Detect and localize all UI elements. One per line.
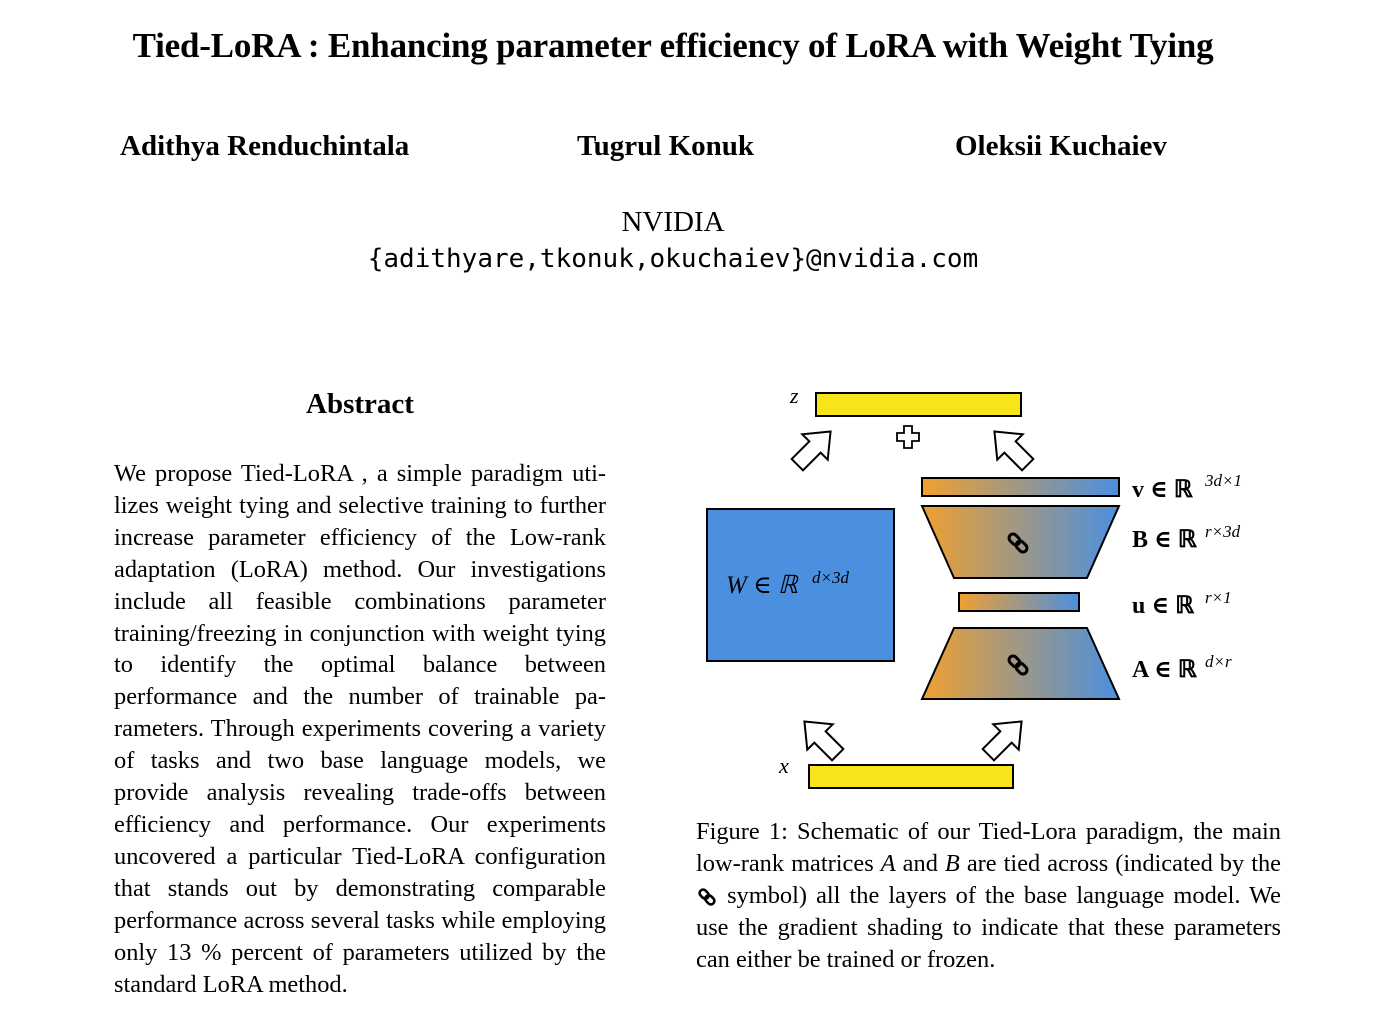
a-label: A ∈ ℝ: [1132, 657, 1198, 683]
caption-text-4: symbol) all the layers of the base lan­g…: [696, 881, 1281, 973]
u-vector: [958, 592, 1080, 612]
x-bar: [808, 764, 1014, 789]
plus-icon: [896, 425, 920, 449]
affiliation: NVIDIA: [621, 206, 725, 238]
arrow-icon: [981, 720, 1023, 762]
a-sup: d×r: [1205, 652, 1232, 671]
link-icon: [1007, 654, 1029, 676]
caption-var-a: A: [880, 849, 896, 877]
b-label: B ∈ ℝ: [1132, 527, 1198, 553]
paper-title: Tied-LoRA : Enhancing parameter efficien…: [132, 26, 1214, 65]
author-3: Oleksii Kuchaiev: [955, 130, 1167, 162]
u-label: u ∈ ℝ: [1132, 593, 1195, 619]
link-icon: [698, 888, 716, 906]
arrow-icon: [993, 430, 1035, 472]
abstract-heading: Abstract: [306, 388, 414, 420]
x-label: x: [778, 753, 789, 778]
email: {adithyare,tkonuk,okuchaiev}@nvidia.com: [367, 244, 979, 274]
u-sup: r×1: [1205, 588, 1232, 607]
z-bar: [815, 392, 1022, 417]
z-label: z: [789, 383, 799, 408]
w-sup: d×3d: [812, 568, 849, 587]
caption-text-3: are tied across (indi­cated by the: [959, 849, 1282, 877]
w-matrix: [706, 508, 895, 662]
caption-text-1: Figure 1: Schematic of our Tied-Lora par…: [696, 818, 1281, 877]
b-sup: r×3d: [1205, 522, 1241, 541]
author-1: Adithya Renduchintala: [120, 130, 410, 162]
caption-text-2: and: [895, 849, 945, 877]
v-label: v ∈ ℝ: [1132, 477, 1194, 503]
arrow-icon: [790, 430, 832, 472]
author-2: Tugrul Konuk: [577, 130, 755, 162]
figure-schematic: z W ∈ ℝ d×3d v ∈ ℝ 3d×1 B ∈ ℝ r×3d: [690, 375, 1290, 795]
figure-caption: Figure 1: Schematic of our Tied-Lora par…: [696, 816, 1281, 976]
v-vector: [921, 477, 1120, 497]
abstract-text: We propose Tied-LoRA , a simple paradigm…: [114, 460, 606, 998]
w-label: W ∈ ℝ: [726, 572, 799, 599]
arrow-icon: [803, 720, 845, 762]
v-sup: 3d×1: [1204, 471, 1242, 490]
caption-var-b: B: [944, 849, 960, 877]
link-icon: [1007, 532, 1029, 554]
